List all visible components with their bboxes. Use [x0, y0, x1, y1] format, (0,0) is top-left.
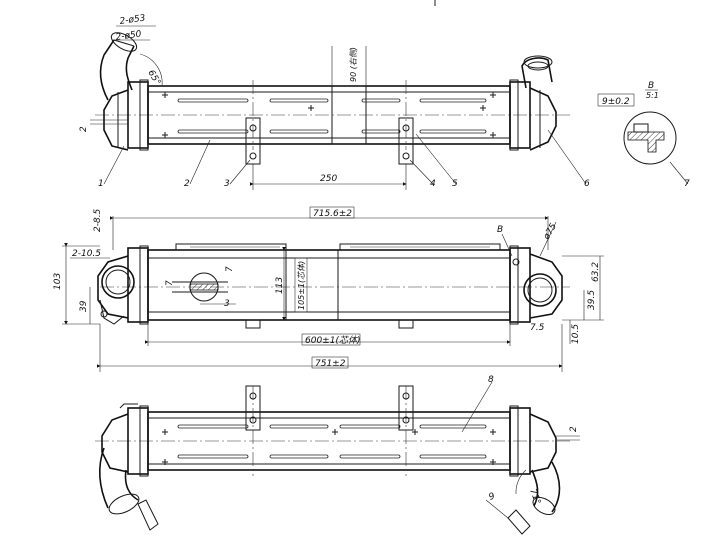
top-view: 250 90 (右侧) 2-ø53 2-ø50 65° 2 1 2 3 4 5 … [79, 13, 590, 190]
callout-4: 4 [430, 179, 436, 189]
detail-scale: 5:1 [646, 91, 659, 100]
dim-thickness-top: 2 [79, 126, 89, 132]
dim-2-8-5: 2-8.5 [93, 208, 103, 232]
dim-height-113: 113 [275, 277, 285, 294]
top-slots [177, 98, 487, 134]
dim-7a: 7 [165, 280, 175, 286]
dim-tank-width: 90 (右侧) [349, 47, 358, 82]
top-brackets [245, 117, 414, 165]
dim-core-inner: 600±1(芯体) [305, 335, 360, 346]
dim-right-63-2: 63.2 [591, 262, 601, 282]
dim-bracket-spacing: 250 [320, 174, 337, 184]
callout-6: 6 [584, 179, 590, 189]
dim-thickness-bottom: 2 [569, 426, 579, 432]
dim-right-39-5: 39.5 [587, 290, 597, 310]
detail-b: B 5:1 9±0.2 7 [597, 81, 690, 189]
section-label-b: B [497, 225, 503, 235]
dim-dia-75: ø75 [541, 222, 559, 243]
bottom-slots [177, 424, 487, 459]
dim-7b: 7 [225, 266, 235, 272]
dim-right-7-5: 7.5 [530, 323, 545, 333]
callout-2: 2 [184, 179, 190, 189]
dim-2-10-5: 2-10.5 [72, 249, 101, 259]
front-view: 715.6±2 2-8.5 2-10.5 103 39 7 7 3 113 10… [53, 206, 604, 372]
bottom-view: 8 2 71° 9 [95, 375, 580, 535]
dim-core-height: 105±1(芯体) [297, 261, 306, 310]
dim-height-103: 103 [53, 273, 63, 290]
callout-7: 7 [684, 179, 690, 189]
dim-total-length: 751±2 [315, 359, 346, 369]
callout-3: 3 [224, 179, 230, 189]
callout-5: 5 [452, 179, 458, 189]
detail-label: B [648, 81, 654, 91]
dim-pipe-outer: 2-ø53 [119, 13, 146, 27]
dim-pipe-inner: 2-ø50 [115, 29, 142, 43]
callout-8: 8 [488, 375, 494, 385]
dim-9: 9 [488, 491, 497, 502]
dim-right-10-5: 10.5 [571, 324, 581, 344]
dim-angle-71: 71° [527, 488, 542, 506]
callout-1: 1 [98, 179, 104, 189]
dim-core-length: 715.6±2 [313, 209, 352, 219]
dim-height-39: 39 [79, 300, 89, 312]
detail-dim: 9±0.2 [602, 97, 630, 107]
